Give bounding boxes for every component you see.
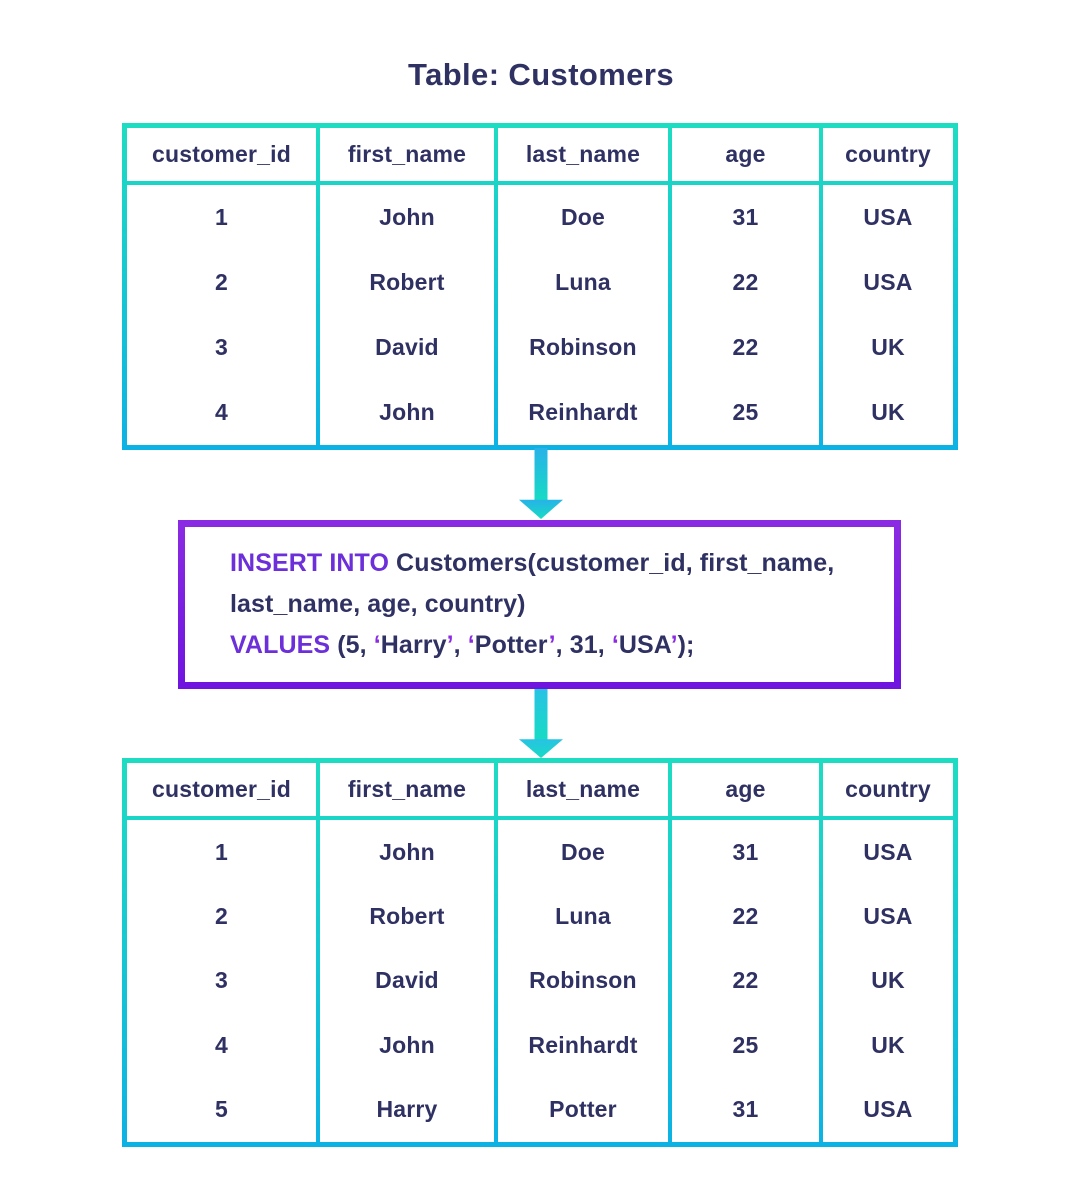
cell-value: Robinson bbox=[529, 967, 637, 994]
column-header-first-name: first_name bbox=[320, 128, 494, 181]
customers-table-before: customer_id first_name last_name age cou… bbox=[122, 123, 958, 450]
cell-value: 5 bbox=[215, 1096, 228, 1123]
cell-value: 31 bbox=[732, 204, 759, 230]
cell-value: Reinhardt bbox=[528, 1031, 638, 1058]
cell-value: USA bbox=[863, 204, 913, 230]
column-country: USA USA UK UK bbox=[823, 185, 953, 445]
cell-value: Robert bbox=[369, 903, 445, 930]
cell-value: 22 bbox=[732, 967, 759, 994]
cell-value: USA bbox=[863, 838, 913, 865]
cell-value: 22 bbox=[732, 334, 759, 360]
cell-value: John bbox=[379, 399, 435, 425]
sql-statement-box: INSERT INTO Customers(customer_id, first… bbox=[178, 520, 901, 689]
sql-line-2: last_name, age, country) bbox=[230, 584, 884, 625]
column-header-age: age bbox=[672, 763, 819, 816]
column-header-country: country bbox=[823, 128, 953, 181]
cell-value: 2 bbox=[215, 269, 228, 295]
sql-keyword: INSERT INTO bbox=[230, 549, 389, 577]
cell-value: USA bbox=[863, 269, 913, 295]
cell-value: 22 bbox=[732, 903, 759, 930]
cell-value: 2 bbox=[215, 903, 228, 930]
sql-text: Harry bbox=[380, 631, 447, 659]
cell-value: USA bbox=[863, 1096, 913, 1123]
cell-value: Luna bbox=[555, 269, 611, 295]
sql-text: Potter bbox=[474, 631, 549, 659]
sql-text: ); bbox=[677, 631, 695, 659]
sql-text: last_name, age, country) bbox=[230, 590, 526, 618]
sql-quote: ’ bbox=[670, 631, 678, 659]
sql-quote: ’ bbox=[446, 631, 454, 659]
arrow-down-icon bbox=[519, 448, 563, 519]
column-header-last-name: last_name bbox=[498, 128, 668, 181]
column-first-name: John Robert David John bbox=[320, 185, 494, 445]
column-header-first-name: first_name bbox=[320, 763, 494, 816]
cell-value: 1 bbox=[215, 204, 228, 230]
cell-value: Harry bbox=[376, 1096, 438, 1123]
cell-value: John bbox=[379, 1031, 435, 1058]
cell-value: UK bbox=[871, 1031, 905, 1058]
sql-text: (5, bbox=[330, 631, 374, 659]
cell-value: 31 bbox=[732, 1096, 759, 1123]
sql-quote: ’ bbox=[548, 631, 556, 659]
cell-value: 3 bbox=[215, 967, 228, 994]
sql-text: Customers(customer_id, first_name, bbox=[389, 549, 835, 577]
column-first-name: John Robert David John Harry bbox=[320, 820, 494, 1142]
cell-value: Robinson bbox=[529, 334, 637, 360]
cell-value: 31 bbox=[732, 838, 759, 865]
column-header-last-name: last_name bbox=[498, 763, 668, 816]
arrow-down-icon bbox=[519, 689, 563, 758]
column-last-name: Doe Luna Robinson Reinhardt bbox=[498, 185, 668, 445]
page-title: Table: Customers bbox=[408, 57, 674, 92]
sql-text: , bbox=[453, 631, 468, 659]
cell-value: 25 bbox=[732, 1031, 759, 1058]
cell-value: 1 bbox=[215, 838, 228, 865]
sql-keyword: VALUES bbox=[230, 631, 331, 659]
sql-quote: ‘ bbox=[611, 631, 619, 659]
cell-value: UK bbox=[871, 967, 905, 994]
cell-value: Doe bbox=[560, 838, 606, 865]
cell-value: 22 bbox=[732, 269, 759, 295]
cell-value: John bbox=[379, 838, 435, 865]
column-customer-id: 1 2 3 4 5 bbox=[127, 820, 316, 1142]
column-header-customer-id: customer_id bbox=[127, 763, 316, 816]
column-header-age: age bbox=[672, 128, 819, 181]
sql-quote: ‘ bbox=[373, 631, 381, 659]
cell-value: Luna bbox=[555, 903, 611, 930]
column-header-country: country bbox=[823, 763, 953, 816]
cell-value: USA bbox=[863, 903, 913, 930]
sql-line-1: INSERT INTO Customers(customer_id, first… bbox=[230, 543, 884, 584]
column-age: 31 22 22 25 31 bbox=[672, 820, 819, 1142]
column-header-customer-id: customer_id bbox=[127, 128, 316, 181]
cell-value: David bbox=[375, 334, 439, 360]
sql-text: USA bbox=[618, 631, 671, 659]
customers-table-after: customer_id first_name last_name age cou… bbox=[122, 758, 958, 1147]
sql-text: , 31, bbox=[555, 631, 612, 659]
cell-value: UK bbox=[871, 334, 905, 360]
cell-value: Reinhardt bbox=[528, 399, 638, 425]
sql-line-3: VALUES (5, ‘Harry’, ‘Potter’, 31, ‘USA’)… bbox=[230, 625, 884, 666]
column-customer-id: 1 2 3 4 bbox=[127, 185, 316, 445]
column-country: USA USA UK UK USA bbox=[823, 820, 953, 1142]
cell-value: John bbox=[379, 204, 435, 230]
cell-value: 4 bbox=[215, 1031, 228, 1058]
cell-value: 4 bbox=[215, 399, 228, 425]
cell-value: Robert bbox=[369, 269, 445, 295]
cell-value: David bbox=[375, 967, 439, 994]
cell-value: 3 bbox=[215, 334, 228, 360]
cell-value: UK bbox=[871, 399, 905, 425]
cell-value: Potter bbox=[549, 1096, 617, 1123]
cell-value: Doe bbox=[560, 204, 606, 230]
sql-quote: ‘ bbox=[467, 631, 475, 659]
cell-value: 25 bbox=[732, 399, 759, 425]
column-last-name: Doe Luna Robinson Reinhardt Potter bbox=[498, 820, 668, 1142]
column-age: 31 22 22 25 bbox=[672, 185, 819, 445]
